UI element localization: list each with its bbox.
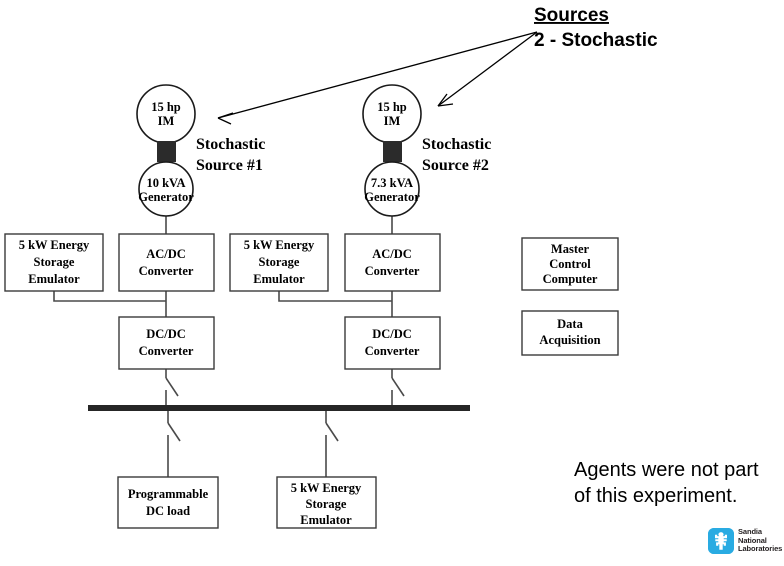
- wiring-group: [53, 215, 405, 477]
- source-1-label-line2: Source #1: [196, 157, 263, 174]
- dcdc-left-line2: Converter: [139, 344, 194, 358]
- generator-2-label-line1: 7.3 kVA: [371, 176, 413, 190]
- storage-bottom-line1: 5 kW Energy: [291, 481, 362, 495]
- thunderbird-glyph: [708, 528, 734, 554]
- annotation-line1: Agents were not part: [574, 459, 759, 481]
- storage-mid-top-line3: Emulator: [253, 272, 305, 286]
- box-acdc-left: AC/DC Converter: [118, 233, 215, 292]
- sources-title: Sources: [534, 5, 609, 26]
- sandia-word-line3: Laboratories: [738, 544, 783, 554]
- storage-left-top-line2: Storage: [34, 255, 75, 269]
- generator-2-label-line2: Generator: [364, 190, 420, 204]
- dcdc-left-line1: DC/DC: [146, 327, 186, 341]
- generator-circle-1: [138, 161, 194, 217]
- motor-1-label-line1: 15 hp: [151, 100, 181, 114]
- callout-arrow-to-source-1: [217, 31, 538, 119]
- master-control-line2: Control: [549, 257, 591, 271]
- master-control-line3: Computer: [543, 272, 598, 286]
- box-acdc-right: AC/DC Converter: [344, 233, 441, 292]
- storage-bottom-line3: Emulator: [300, 513, 352, 527]
- sandia-word-line2: National: [738, 535, 767, 545]
- annotation-text: Agents were not part of this experiment.: [574, 459, 759, 507]
- source-2-label-line1: Stochastic: [422, 136, 491, 153]
- acdc-right-line2: Converter: [365, 264, 420, 278]
- shaft-coupler-2: [383, 141, 402, 162]
- box-storage-mid-top: 5 kW Energy Storage Emulator: [229, 233, 329, 292]
- box-dcdc-left: DC/DC Converter: [118, 316, 215, 370]
- storage-mid-top-line1: 5 kW Energy: [244, 238, 315, 252]
- source-2-label-line2: Source #2: [422, 157, 489, 174]
- source-1-label-line1: Stochastic: [196, 136, 265, 153]
- data-acquisition-line1: Data: [557, 317, 583, 331]
- generator-1-label-line2: Generator: [138, 190, 194, 204]
- annotation-line2: of this experiment.: [574, 485, 737, 507]
- motor-1-label-line2: IM: [158, 114, 175, 128]
- sandia-word-line1: Sandia: [738, 527, 762, 537]
- dc-load-line1: Programmable: [128, 487, 209, 501]
- callout-arrow-head-1: [217, 112, 234, 125]
- sources-subtitle: 2 - Stochastic: [534, 30, 658, 51]
- dcdc-right-line2: Converter: [365, 344, 420, 358]
- sandia-thunderbird-icon: [708, 528, 734, 554]
- acdc-right-line1: AC/DC: [372, 247, 412, 261]
- data-acquisition-line2: Acquisition: [539, 333, 600, 347]
- storage-bottom-line2: Storage: [306, 497, 347, 511]
- switch-storage3: [325, 422, 339, 442]
- storage-mid-top-line2: Storage: [259, 255, 300, 269]
- switch-dcdc1: [165, 377, 179, 397]
- callout-arrow-head-2: [437, 93, 454, 107]
- dc-load-line2: DC load: [146, 504, 190, 518]
- motor-2-label-line2: IM: [384, 114, 401, 128]
- acdc-left-line2: Converter: [139, 264, 194, 278]
- wire-storage2-to-bus: [278, 291, 392, 302]
- sandia-wordmark: Sandia National Laboratories: [738, 528, 782, 554]
- storage-left-top-line1: 5 kW Energy: [19, 238, 90, 252]
- wire-storage1-to-bus: [53, 291, 166, 302]
- stochastic-source-2: 15 hp IM 7.3 kVA Generator Stochastic So…: [362, 84, 491, 217]
- box-data-acquisition: Data Acquisition: [521, 310, 619, 356]
- callout-arrow-to-source-2: [437, 31, 538, 107]
- switch-dcload: [167, 422, 181, 442]
- box-programmable-dc-load: Programmable DC load: [117, 476, 219, 529]
- stochastic-source-1: 15 hp IM 10 kVA Generator Stochastic Sou…: [136, 84, 265, 217]
- sandia-logo: Sandia National Laboratories: [708, 528, 782, 554]
- box-dcdc-right: DC/DC Converter: [344, 316, 441, 370]
- motor-2-label-line1: 15 hp: [377, 100, 407, 114]
- storage-left-top-line3: Emulator: [28, 272, 80, 286]
- box-storage-bottom: 5 kW Energy Storage Emulator: [276, 476, 377, 529]
- switch-dcdc2: [391, 377, 405, 397]
- shaft-coupler-1: [157, 141, 176, 162]
- sources-callout: Sources 2 - Stochastic: [217, 5, 658, 125]
- master-control-line1: Master: [551, 242, 590, 256]
- box-master-control-computer: Master Control Computer: [521, 237, 619, 291]
- dcdc-right-line1: DC/DC: [372, 327, 412, 341]
- acdc-left-line1: AC/DC: [146, 247, 186, 261]
- generator-1-label-line1: 10 kVA: [146, 176, 185, 190]
- box-storage-left-top: 5 kW Energy Storage Emulator: [4, 233, 104, 292]
- generator-circle-2: [364, 161, 420, 217]
